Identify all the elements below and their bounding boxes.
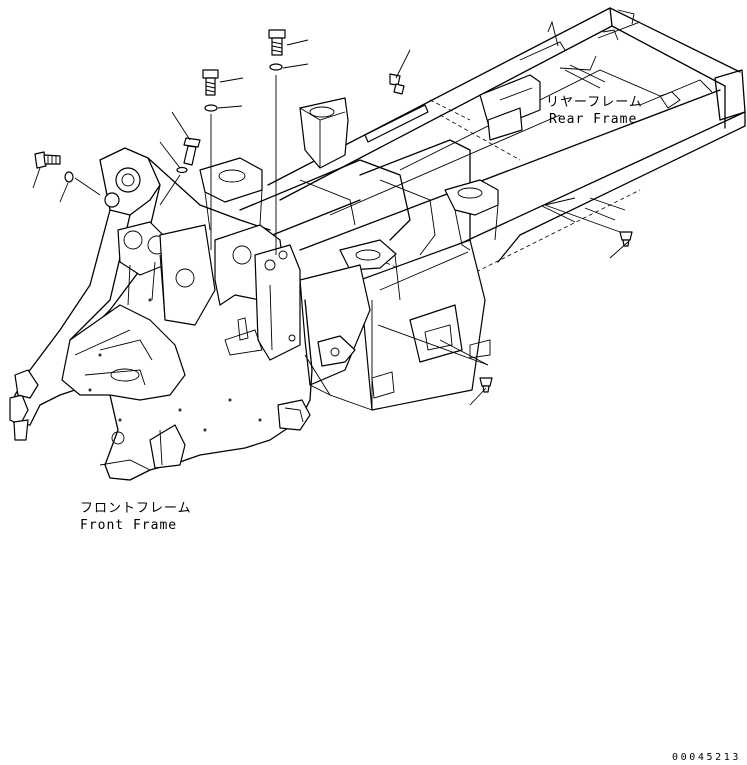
front-frame xyxy=(9,147,313,481)
fasteners xyxy=(34,29,633,393)
bolt-icon xyxy=(202,69,219,96)
rear-frame-label-en: Rear Frame xyxy=(549,112,637,127)
bolt-icon xyxy=(619,231,633,247)
bolt-icon xyxy=(268,29,286,56)
washer-icon xyxy=(64,171,74,183)
bolt-icon xyxy=(34,151,61,169)
bolt-icon xyxy=(183,137,201,166)
rear-frame xyxy=(199,7,746,411)
front-frame-label-jp: フロントフレーム xyxy=(80,501,192,516)
washer-icon xyxy=(176,166,188,174)
bolt-icon xyxy=(479,377,493,393)
drawing-number: 00045213 xyxy=(672,752,741,763)
leader-lines xyxy=(32,39,629,406)
washer-icon xyxy=(204,104,218,112)
front-frame-label-en: Front Frame xyxy=(80,518,177,533)
bolt-icon xyxy=(389,73,405,95)
washer-icon xyxy=(269,63,283,71)
labels: リヤーフレーム Rear Frame フロントフレーム Front Frame … xyxy=(80,95,741,763)
rear-frame-label-jp: リヤーフレーム xyxy=(546,95,643,110)
